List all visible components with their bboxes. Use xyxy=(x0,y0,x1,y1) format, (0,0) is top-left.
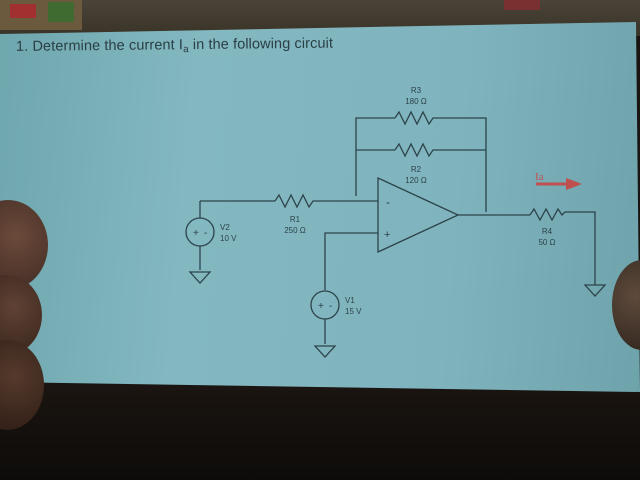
problem-card: 1. Determine the current Ia in the follo… xyxy=(0,22,640,392)
v1-name: V1 xyxy=(345,296,355,305)
v2-name: V2 xyxy=(220,223,230,232)
v1-minus-sign: - xyxy=(329,301,332,312)
r2-name: R2 xyxy=(411,165,422,174)
source-v1 xyxy=(310,290,340,320)
resistor-r1 xyxy=(274,193,315,209)
opamp-symbol xyxy=(377,176,460,254)
r4-value: 50 Ω xyxy=(538,238,555,247)
opamp-plus: + xyxy=(384,229,390,241)
wire-plus-v1 xyxy=(324,232,378,290)
wire-r3-left xyxy=(355,117,395,196)
background-red-item-right xyxy=(504,0,540,10)
r3-value: 180 Ω xyxy=(405,97,427,106)
resistor-r2 xyxy=(394,142,436,158)
v2-minus-sign: - xyxy=(204,228,207,239)
r1-value: 250 Ω xyxy=(284,226,306,235)
r1-name: R1 xyxy=(290,215,301,224)
resistor-r3 xyxy=(394,110,436,126)
r2-value: 120 Ω xyxy=(405,176,427,185)
current-label: Ia xyxy=(535,171,544,183)
ground-r4 xyxy=(583,284,607,297)
v1-plus-sign: + xyxy=(318,301,324,312)
ground-v1 xyxy=(313,345,337,358)
wire-r4-ground xyxy=(565,211,596,285)
r4-name: R4 xyxy=(542,227,553,236)
background-bottom xyxy=(0,390,640,480)
current-arrow-head xyxy=(566,178,582,190)
v1-value: 15 V xyxy=(345,307,362,316)
background-red-item xyxy=(10,4,36,18)
source-v2 xyxy=(185,217,215,247)
wire-r3-right xyxy=(436,117,487,212)
card-paper xyxy=(0,22,640,392)
r3-name: R3 xyxy=(411,86,422,95)
v2-value: 10 V xyxy=(220,234,237,243)
background-green-item xyxy=(48,2,74,22)
ground-v2 xyxy=(188,271,212,284)
v2-plus-sign: + xyxy=(193,228,199,239)
resistor-r4 xyxy=(529,207,566,222)
opamp-minus: - xyxy=(386,195,390,209)
